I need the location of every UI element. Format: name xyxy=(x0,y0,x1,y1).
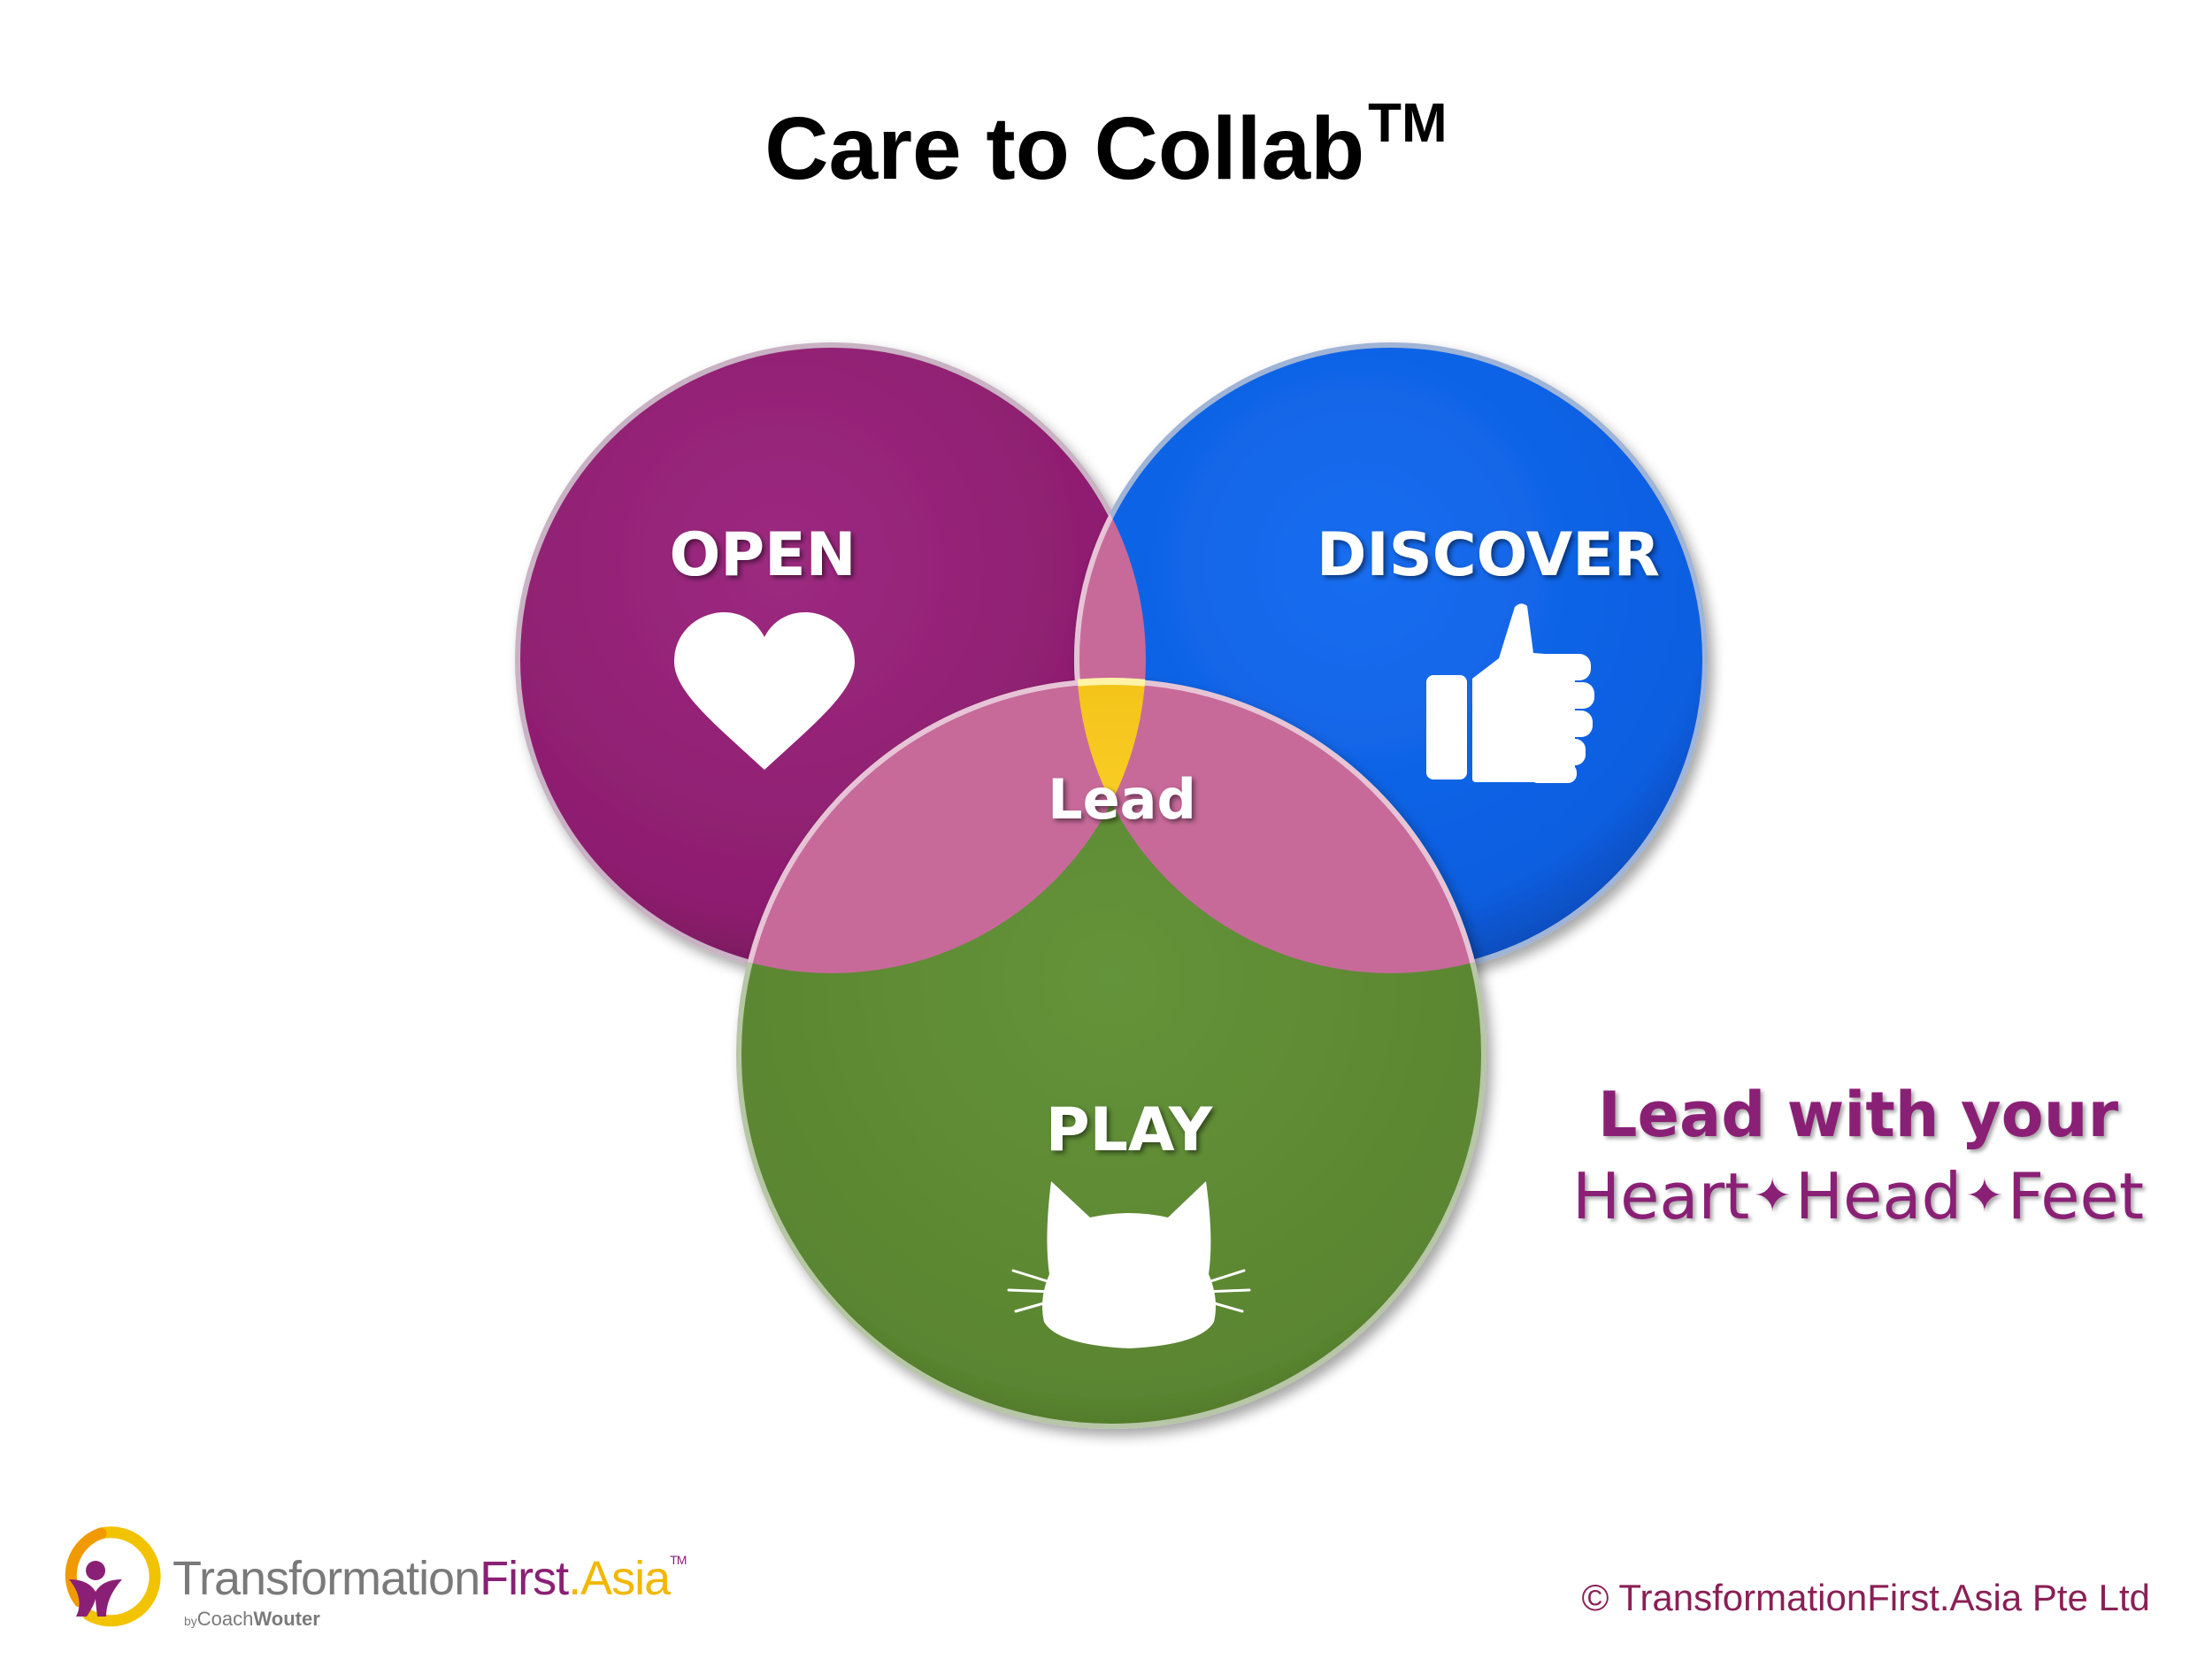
page-title: Care to CollabTM xyxy=(0,96,2212,194)
logo-mark-icon xyxy=(65,1526,161,1627)
overlap-open-discover xyxy=(1074,345,1146,973)
trademark-mark: TM xyxy=(1368,93,1448,154)
sparkle-icon: ✦ xyxy=(1753,1170,1792,1223)
tagline-line1: Lead with your xyxy=(1597,1079,2119,1151)
tagline-head: Head xyxy=(1794,1159,1962,1233)
logo-text: TransformationFirst.AsiaTM xyxy=(173,1552,687,1605)
thumbs-up-icon xyxy=(1426,603,1594,783)
tagline-line2: Heart✦Head✦Feet xyxy=(1540,1156,2177,1239)
tagline-feet: Feet xyxy=(2007,1159,2145,1233)
sparkle-icon: ✦ xyxy=(1965,1170,2004,1223)
copyright-text: © TransformationFirst.Asia Pte Ltd xyxy=(1581,1577,2150,1618)
tagline-heart: Heart xyxy=(1571,1159,1750,1233)
label-open: OPEN xyxy=(669,520,856,590)
title-text: Care to Collab xyxy=(764,99,1365,198)
label-lead: Lead xyxy=(1048,767,1196,832)
tagline: Lead with your Heart✦Head✦Feet xyxy=(1540,1075,2177,1239)
cat-face-icon xyxy=(1007,1181,1251,1348)
label-discover: DISCOVER xyxy=(1317,520,1660,590)
center-lead-region xyxy=(1077,678,1146,973)
company-logo: TransformationFirst.AsiaTM byCoachWouter xyxy=(53,1517,690,1641)
heart-icon xyxy=(674,612,855,770)
label-play: PLAY xyxy=(1046,1095,1213,1165)
logo-byline: byCoachWouter xyxy=(184,1608,320,1630)
